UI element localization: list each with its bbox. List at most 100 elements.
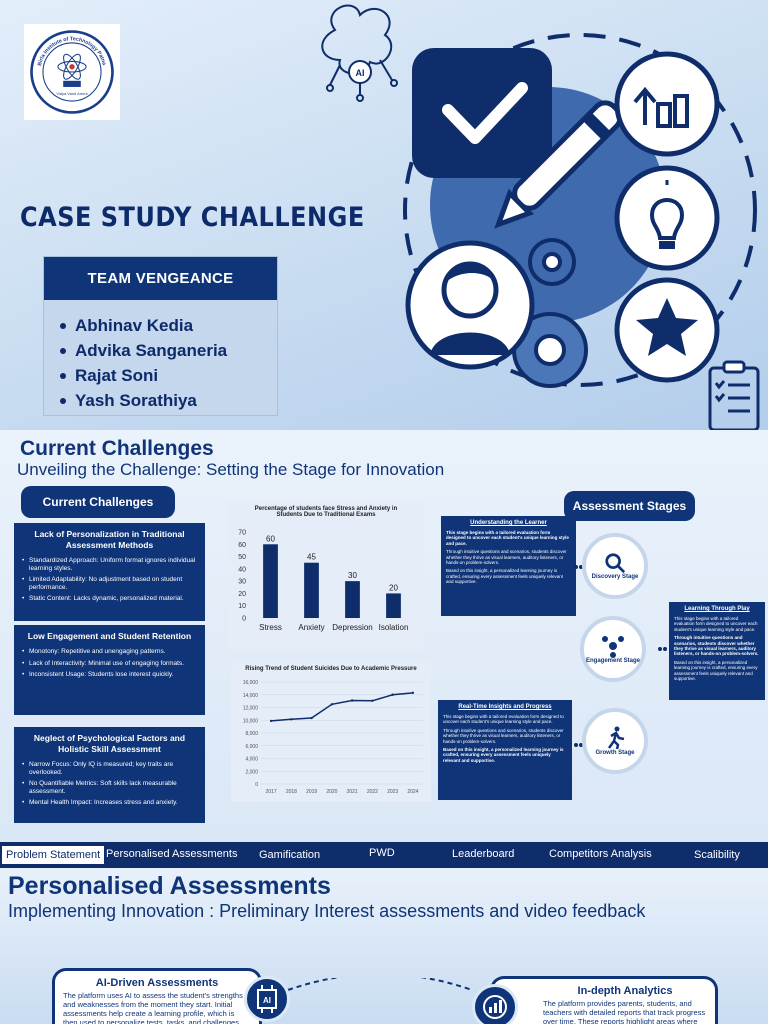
bar-value-label: 60	[266, 534, 275, 543]
challenge-point: Lack of Interactivity: Minimal use of en…	[22, 660, 197, 668]
feature-card-title: AI-Driven Assessments	[95, 977, 219, 989]
data-point	[371, 699, 374, 703]
bar-value-label: 30	[348, 571, 357, 580]
nav-tab-competitors-analysis[interactable]: Competitors Analysis	[549, 848, 652, 860]
institute-logo: Birla Institute of Technology Patna Vidy…	[24, 24, 120, 120]
growth-chart-icon	[614, 51, 720, 157]
data-point	[330, 703, 334, 706]
stage-card-text: Based on this insight, a personalized le…	[446, 568, 564, 585]
nav-tab-problem-statement[interactable]: Problem Statement	[1, 845, 106, 865]
x-tick-label: 2017	[266, 789, 277, 795]
bar-chart-plot: 01020304050607060Stress45Anxiety30Depres…	[238, 530, 408, 633]
personalised-title: Personalised Assessments	[8, 872, 331, 900]
pen-icon	[494, 100, 623, 229]
user-icon	[405, 240, 535, 370]
y-tick-label: 8,000	[245, 731, 258, 737]
ai-chip-label: AI	[263, 996, 271, 1005]
personalised-subtitle: Implementing Innovation : Preliminary In…	[8, 901, 646, 921]
team-member: Rajat Soni	[60, 363, 277, 388]
team-card: TEAM VENGEANCE Abhinav Kedia Advika Sang…	[43, 256, 278, 416]
team-member: Yash Sorathiya	[60, 388, 277, 413]
x-tick-label: 2021	[347, 789, 358, 795]
stage-label: Growth Stage	[595, 749, 635, 756]
team-name: TEAM VENGEANCE	[44, 257, 277, 300]
team-network-icon	[602, 635, 624, 658]
stage-label: Engagement Stage	[585, 657, 640, 664]
hero-section: Birla Institute of Technology Patna Vidy…	[0, 0, 768, 430]
y-tick-label: 16,000	[243, 680, 259, 686]
team-member: Abhinav Kedia	[60, 313, 277, 338]
y-tick-label: 40	[238, 566, 246, 573]
assessment-stages-pill: Assessment Stages	[564, 491, 695, 521]
section-nav-bar: Problem Statement Personalised Assessmen…	[0, 842, 768, 868]
bar	[304, 562, 319, 618]
svg-text:Vidya Vand Amrut: Vidya Vand Amrut	[56, 91, 88, 96]
x-tick-label: 2018	[286, 789, 297, 795]
y-tick-label: 2,000	[245, 769, 258, 775]
ai-chip-icon: AI	[244, 976, 290, 1022]
x-tick-label: Anxiety	[298, 623, 324, 632]
team-member: Advika Sanganeria	[60, 338, 277, 363]
challenge-point: Static Content: Lacks dynamic, personali…	[22, 595, 197, 603]
star-icon	[614, 277, 720, 383]
x-tick-label: 2022	[367, 789, 378, 795]
challenge-point: Mental Health Impact: Increases stress a…	[22, 799, 197, 807]
y-tick-label: 60	[238, 542, 246, 549]
stage-card-text: Based on this insight, a personalized le…	[674, 659, 758, 682]
stage-label: Discovery Stage	[591, 573, 639, 580]
y-tick-label: 20	[238, 591, 246, 598]
feature-card-title: In-depth Analytics	[577, 985, 673, 997]
analytics-card: In-depth Analytics The platform provides…	[490, 976, 718, 1024]
challenge-card-title: Neglect of Psychological Factors and Hol…	[33, 733, 186, 754]
runner-icon	[607, 726, 625, 749]
y-tick-label: 6,000	[245, 744, 258, 750]
challenge-point: Limited Adaptability: No adjustment base…	[22, 576, 197, 591]
lightbulb-icon	[614, 165, 720, 271]
x-tick-label: Stress	[259, 623, 282, 632]
ai-label: AI	[356, 68, 365, 78]
data-point	[391, 693, 394, 696]
line-chart-plot: 02,0004,0006,0008,00010,00012,00014,0001…	[243, 680, 423, 795]
data-point	[350, 699, 354, 702]
nav-tab-gamification[interactable]: Gamification	[259, 849, 321, 861]
nav-tab-leaderboard[interactable]: Leaderboard	[452, 848, 515, 860]
nav-tab-pwd[interactable]: PWD	[369, 847, 395, 859]
stage-card-text: This stage begins with a tailored evalua…	[443, 714, 564, 725]
analytics-icon	[472, 984, 518, 1024]
data-point	[290, 718, 293, 721]
challenge-point: Standardized Approach: Uniform format ig…	[22, 557, 197, 572]
stage-card-understanding: Understanding the Learner This stage beg…	[441, 516, 576, 616]
challenge-card-title: Low Engagement and Student Retention	[27, 631, 192, 641]
bar-chart-title: Percentage of students face Stress and A…	[254, 506, 398, 518]
hero-illustration: AI	[321, 4, 760, 430]
feature-card-text: The platform provides parents, students,…	[543, 999, 706, 1024]
stage-card-text: Through intuitive questions and scenario…	[446, 549, 567, 566]
data-point	[310, 716, 313, 720]
stage-card-insights: Real-Time Insights and Progress This sta…	[438, 700, 572, 800]
challenges-section: Current Challenges Unveiling the Challen…	[0, 430, 768, 842]
data-point	[269, 719, 273, 723]
bar-value-label: 20	[389, 583, 398, 592]
stage-card-play: Learning Through Play This stage begins …	[669, 602, 765, 700]
nav-tab-personalised-assessments[interactable]: Personalised Assessments	[106, 848, 238, 860]
y-tick-label: 10,000	[243, 718, 259, 724]
data-point	[411, 691, 415, 695]
feature-card-text: The platform uses AI to assess the stude…	[63, 991, 243, 1024]
dashed-connector	[287, 978, 473, 991]
bar	[386, 593, 401, 618]
stress-bar-chart: Percentage of students face Stress and A…	[228, 502, 424, 650]
y-tick-label: 30	[238, 579, 246, 586]
hero-title: CASE STUDY CHALLENGE	[20, 202, 365, 233]
growth-stage: Growth Stage	[582, 708, 648, 774]
stage-card-text: This stage begins with a tailored evalua…	[446, 530, 569, 546]
nav-tab-scalibility[interactable]: Scalibility	[694, 849, 740, 861]
x-tick-label: 2020	[326, 789, 337, 795]
y-tick-label: 70	[238, 530, 246, 537]
team-member-list: Abhinav Kedia Advika Sanganeria Rajat So…	[44, 300, 277, 413]
checklist-clipboard-icon	[708, 360, 760, 430]
x-tick-label: 2019	[306, 789, 317, 795]
bar	[263, 544, 278, 618]
stage-card-text: Through intuitive questions and scenario…	[443, 727, 564, 744]
y-tick-label: 4,000	[245, 757, 258, 763]
x-tick-label: Depression	[332, 623, 372, 632]
